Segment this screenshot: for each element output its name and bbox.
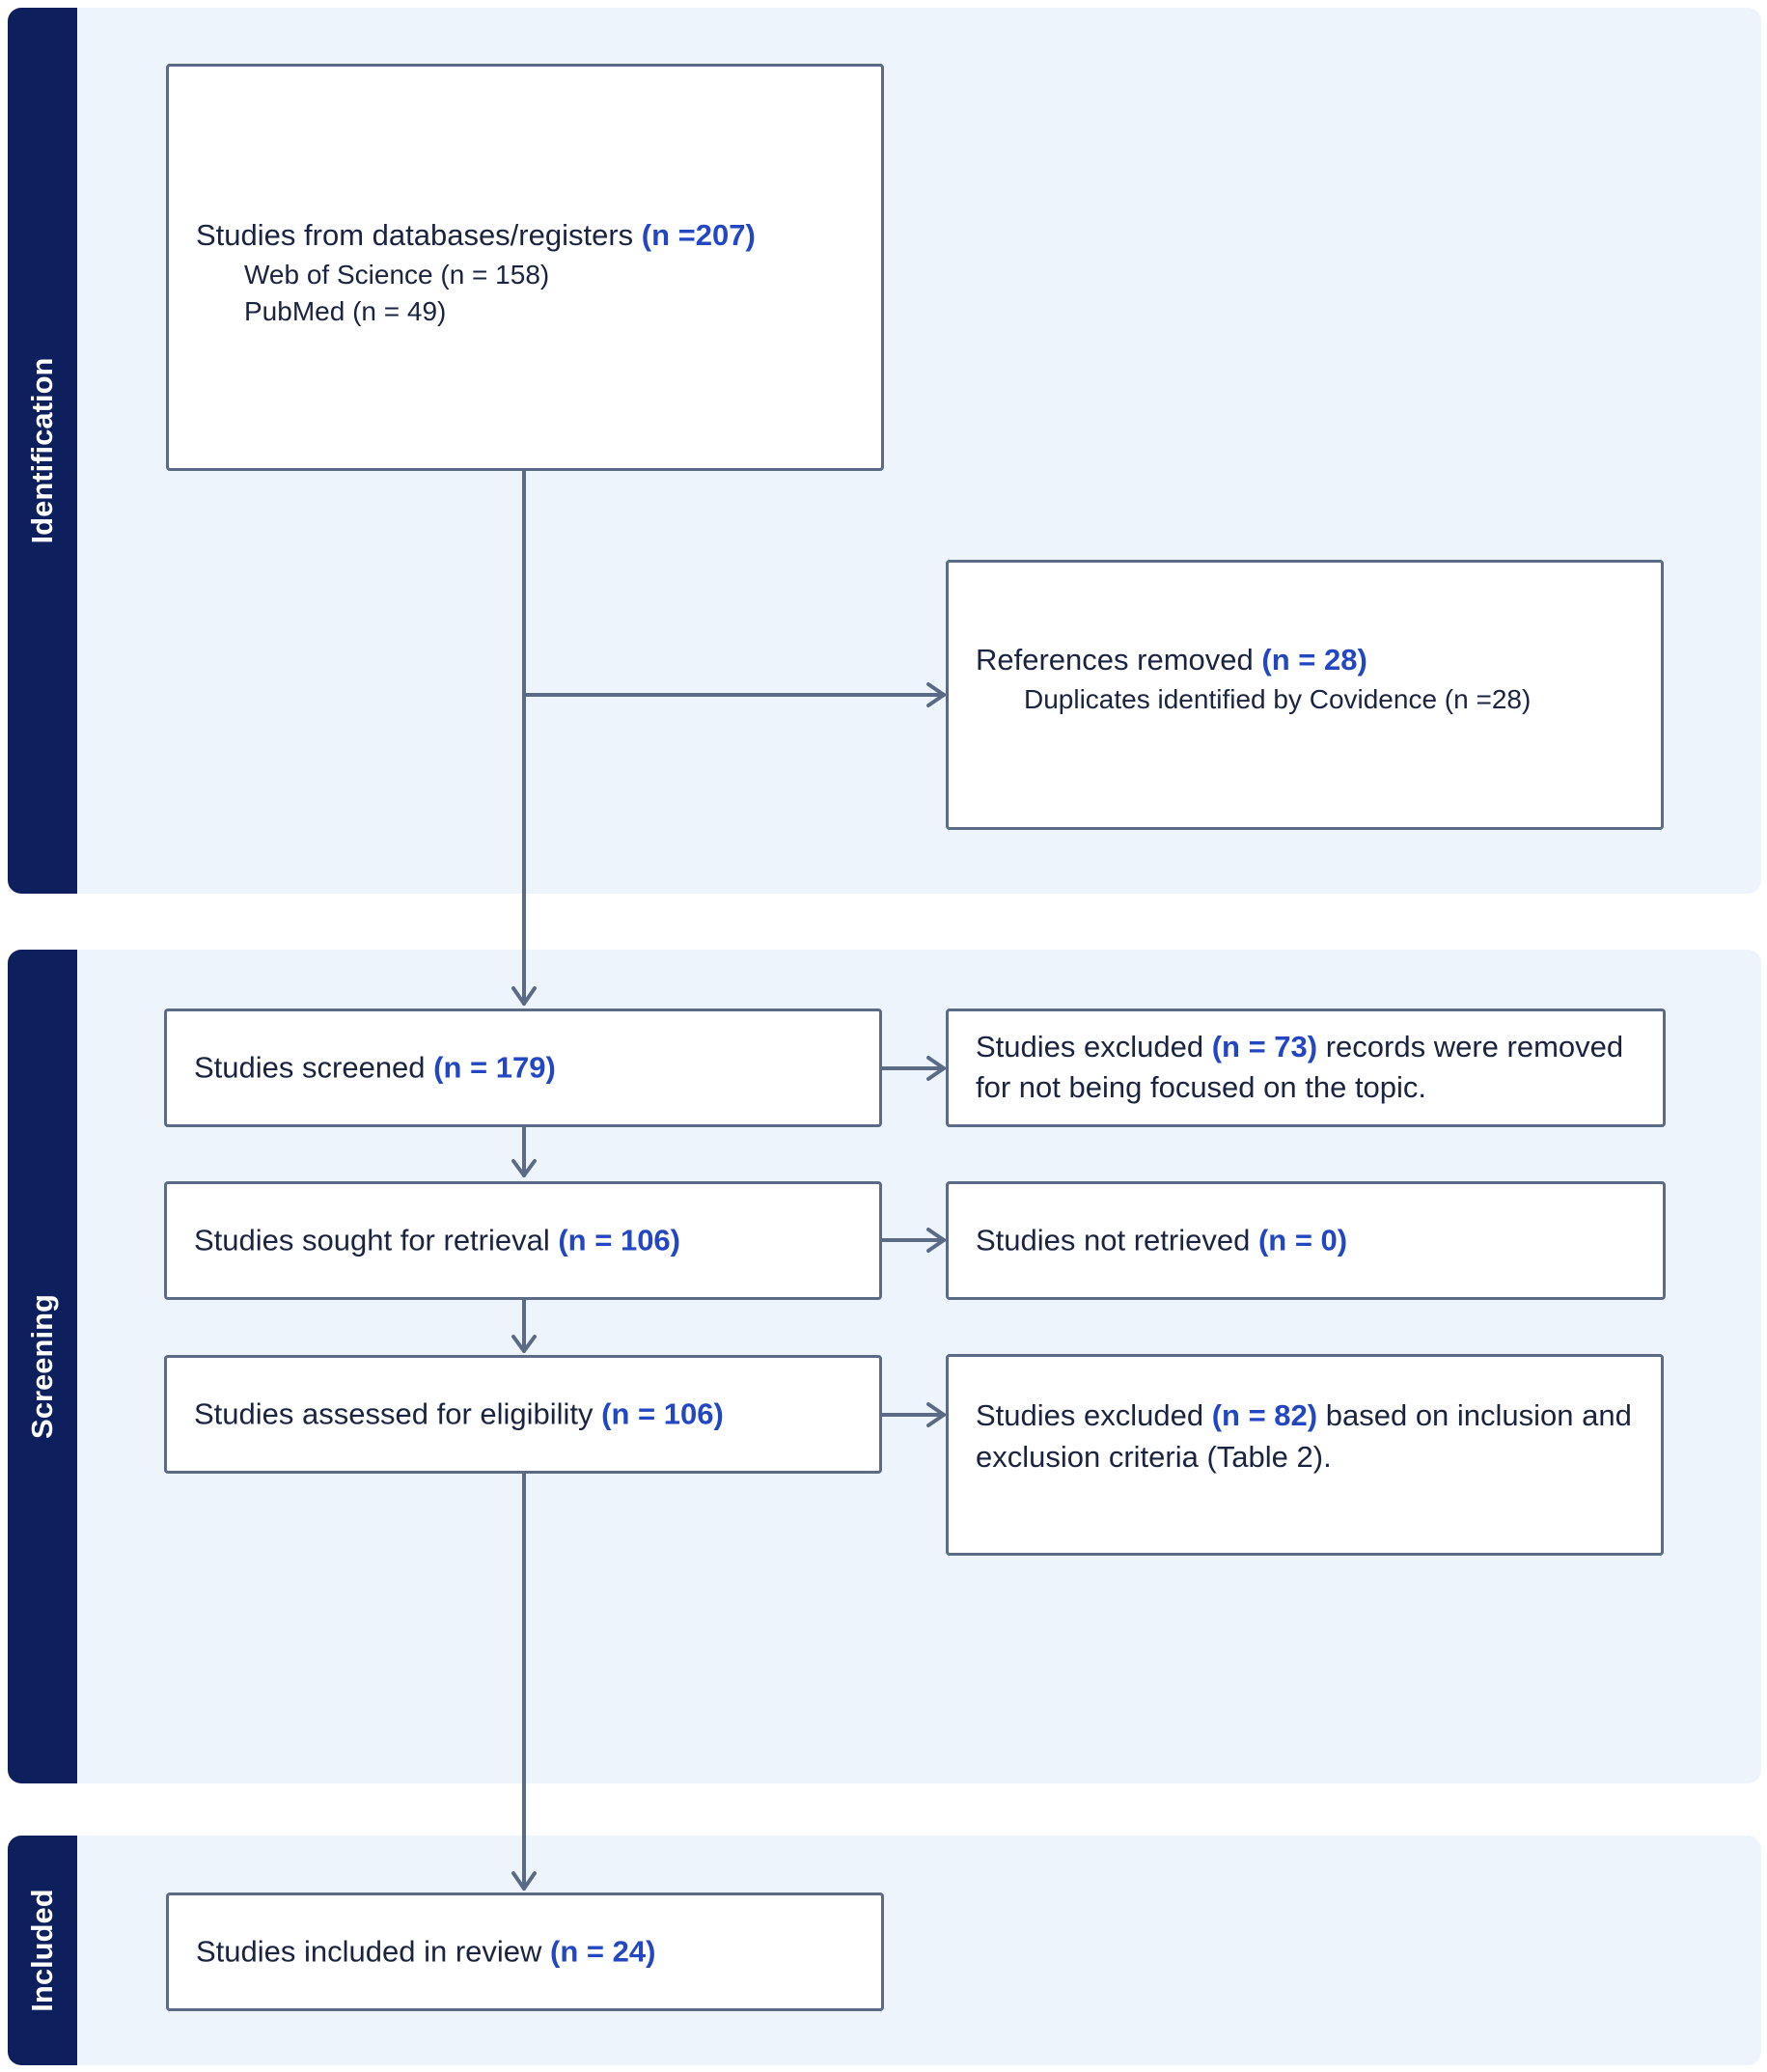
databases-count: (n =207) bbox=[641, 218, 756, 252]
excluded-elig-reason: based on inclusion and exclusion criteri… bbox=[976, 1398, 1632, 1474]
references-removed-box: References removed (n = 28) Duplicates i… bbox=[946, 560, 1664, 830]
included-count: (n = 24) bbox=[550, 1934, 656, 1969]
excluded-elig-count: (n = 82) bbox=[1211, 1398, 1318, 1432]
databases-text: Studies from databases/registers bbox=[196, 218, 642, 252]
assessed-count: (n = 106) bbox=[601, 1396, 724, 1431]
identification-label: Identification bbox=[25, 357, 59, 544]
excluded-screen-box: Studies excluded (n = 73) records were r… bbox=[946, 1008, 1666, 1127]
included-text: Studies included in review bbox=[196, 1934, 551, 1969]
excluded-screen-reason: records were removed for not being focus… bbox=[976, 1029, 1624, 1105]
screening-label: Screening bbox=[25, 1294, 59, 1439]
removed-duplicates: Duplicates identified by Covidence (n =2… bbox=[1024, 683, 1532, 714]
assessed-box: Studies assessed for eligibility (n = 10… bbox=[164, 1355, 882, 1474]
excluded-eligibility-box: Studies excluded (n = 82) based on inclu… bbox=[946, 1354, 1664, 1556]
screened-text: Studies screened bbox=[194, 1050, 434, 1085]
source-web-of-science: Web of Science (n = 158) bbox=[244, 259, 550, 290]
sought-text: Studies sought for retrieval bbox=[194, 1223, 559, 1257]
assessed-text: Studies assessed for eligibility bbox=[194, 1396, 602, 1431]
excluded-elig-text: Studies excluded bbox=[976, 1398, 1212, 1432]
excluded-screen-text: Studies excluded bbox=[976, 1029, 1212, 1064]
included-band: Included bbox=[8, 1836, 77, 2065]
excluded-screen-count: (n = 73) bbox=[1211, 1029, 1318, 1064]
sought-box: Studies sought for retrieval (n = 106) bbox=[164, 1181, 882, 1300]
removed-text: References removed bbox=[976, 643, 1262, 677]
not-retrieved-count: (n = 0) bbox=[1257, 1223, 1348, 1257]
databases-box: Studies from databases/registers (n =207… bbox=[166, 64, 884, 471]
removed-count: (n = 28) bbox=[1261, 643, 1367, 677]
source-pubmed: PubMed (n = 49) bbox=[244, 296, 447, 327]
screening-band: Screening bbox=[8, 950, 77, 1783]
screened-count: (n = 179) bbox=[433, 1050, 556, 1085]
screened-box: Studies screened (n = 179) bbox=[164, 1008, 882, 1127]
included-box: Studies included in review (n = 24) bbox=[166, 1892, 884, 2011]
not-retrieved-text: Studies not retrieved bbox=[976, 1223, 1258, 1257]
sought-count: (n = 106) bbox=[558, 1223, 680, 1257]
included-label: Included bbox=[25, 1889, 59, 2012]
identification-band: Identification bbox=[8, 8, 77, 894]
not-retrieved-box: Studies not retrieved (n = 0) bbox=[946, 1181, 1666, 1300]
